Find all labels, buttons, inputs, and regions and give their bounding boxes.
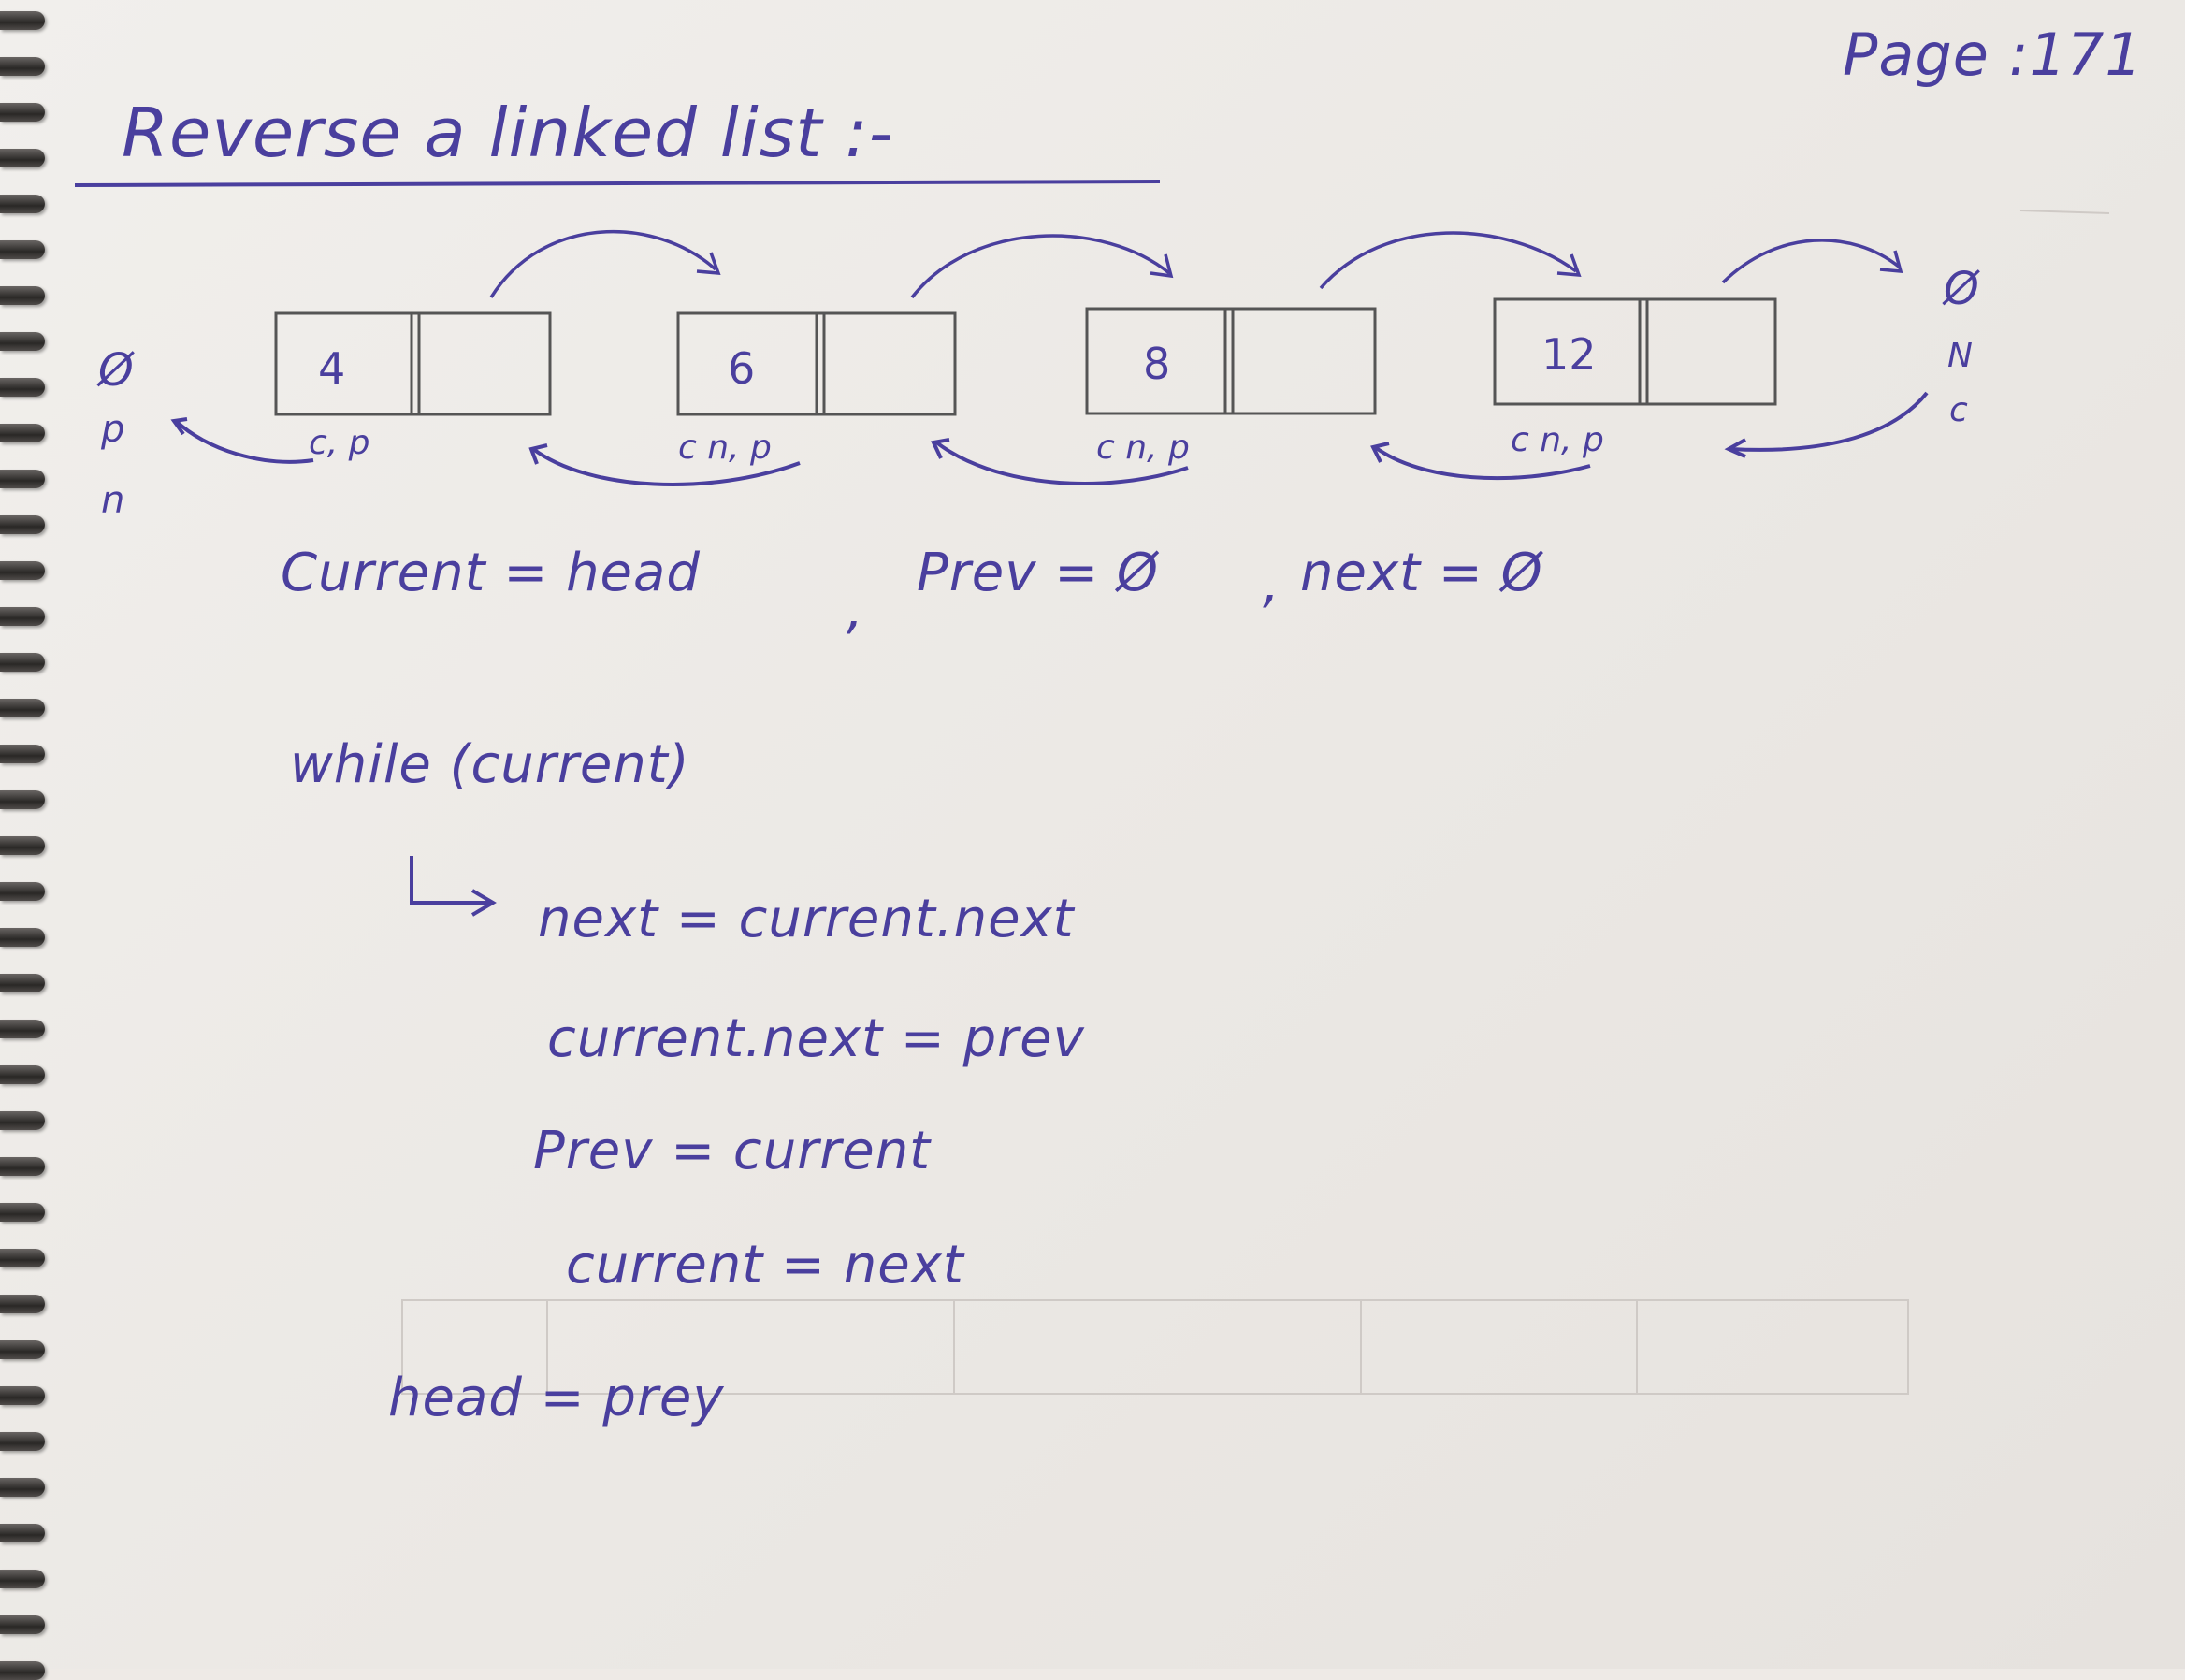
spiral-ring: [0, 1570, 45, 1588]
node-8-marks: c n, p: [1096, 428, 1190, 467]
spiral-ring: [0, 286, 45, 305]
node-value-8: 8: [1143, 339, 1170, 389]
right-null-symbol: Ø: [1942, 263, 1980, 315]
page-number: Page :171: [1843, 21, 2143, 89]
spiral-ring: [0, 1020, 45, 1038]
spiral-ring: [0, 1157, 45, 1176]
spiral-binding: [0, 0, 56, 1680]
init-current: Current = head: [281, 543, 701, 603]
spiral-ring: [0, 561, 45, 580]
init-next: next = Ø: [1300, 543, 1543, 603]
spiral-ring: [0, 57, 45, 76]
spiral-ring: [0, 240, 45, 259]
right-mark-c: c: [1949, 391, 1968, 429]
step-current-assign: current = next: [566, 1235, 964, 1296]
node-value-12: 12: [1541, 329, 1597, 380]
spiral-ring: [0, 1615, 45, 1634]
spiral-ring: [0, 103, 45, 122]
init-prev: Prev = Ø: [917, 543, 1159, 603]
left-mark-p: p: [100, 408, 124, 451]
comma-2: ,: [1263, 554, 1281, 615]
node-value-6: 6: [728, 343, 755, 394]
spiral-ring: [0, 1386, 45, 1405]
spiral-ring: [0, 1203, 45, 1222]
spiral-ring: [0, 928, 45, 947]
spiral-ring: [0, 515, 45, 534]
spiral-ring: [0, 974, 45, 992]
spiral-ring: [0, 378, 45, 397]
page-title: Reverse a linked list :-: [122, 94, 894, 172]
spiral-ring: [0, 470, 45, 488]
spiral-ring: [0, 745, 45, 763]
spiral-ring: [0, 1432, 45, 1451]
left-null-symbol: Ø: [96, 344, 135, 397]
node-12-marks: c n, p: [1511, 421, 1604, 459]
step-next-assign: next = current.next: [538, 889, 1075, 949]
left-mark-n: n: [101, 479, 124, 522]
forward-arrows: [489, 229, 1903, 299]
right-mark-n: N: [1947, 337, 1973, 375]
node-12: [1493, 297, 1777, 406]
spiral-ring: [0, 1295, 45, 1313]
spiral-ring: [0, 195, 45, 213]
faint-background-lines: [401, 210, 2110, 1395]
spiral-ring: [0, 149, 45, 167]
node-4-marks: c, p: [309, 424, 370, 462]
spiral-ring: [0, 424, 45, 442]
final-head-assign: head = prey: [388, 1368, 725, 1428]
node-6-marks: c n, p: [678, 428, 772, 467]
step-current-next-assign: current.next = prev: [547, 1008, 1085, 1069]
spiral-ring: [0, 882, 45, 901]
spiral-ring: [0, 699, 45, 717]
spiral-ring: [0, 11, 45, 30]
spiral-ring: [0, 607, 45, 626]
node-4: [274, 311, 552, 416]
reverse-arrows: [170, 391, 1929, 486]
spiral-ring: [0, 790, 45, 809]
step-prev-assign: Prev = current: [533, 1121, 932, 1181]
spiral-ring: [0, 653, 45, 672]
node-6: [676, 311, 957, 416]
while-loop: while (current): [290, 734, 690, 795]
spiral-ring: [0, 1111, 45, 1130]
spiral-ring: [0, 332, 45, 351]
node-8: [1085, 307, 1377, 415]
spiral-ring: [0, 1478, 45, 1497]
title-underline: [74, 180, 1161, 187]
loop-body-arrow: [410, 856, 497, 917]
node-value-4: 4: [318, 343, 345, 394]
spiral-ring: [0, 1340, 45, 1359]
spiral-ring: [0, 836, 45, 855]
spiral-ring: [0, 1065, 45, 1084]
comma-1: ,: [847, 580, 864, 641]
spiral-ring: [0, 1524, 45, 1542]
spiral-ring: [0, 1249, 45, 1267]
